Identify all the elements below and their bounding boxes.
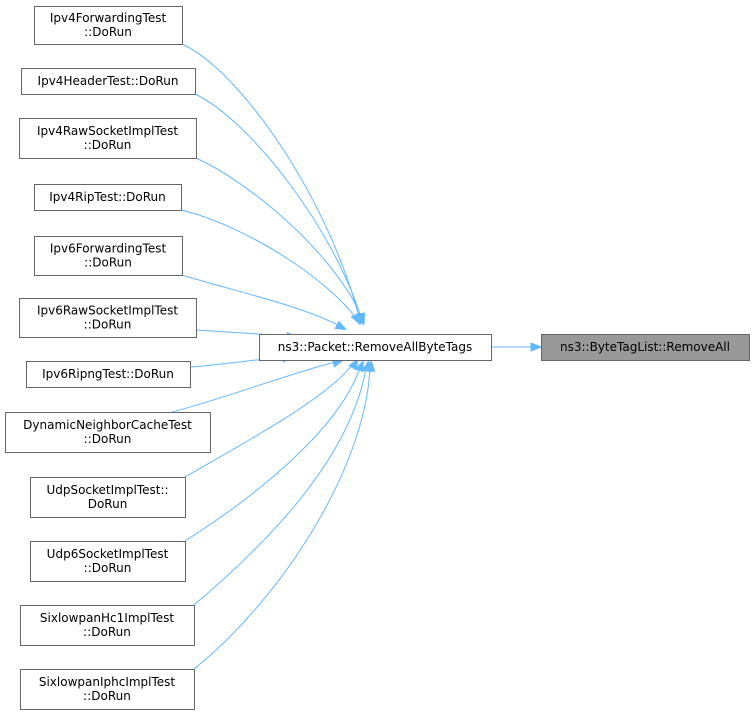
node-ipv4-forwarding-test[interactable]: Ipv4ForwardingTest::DoRun — [34, 6, 183, 45]
node-ipv4-forwarding-test-label-line-0: Ipv4ForwardingTest — [50, 11, 167, 25]
node-ipv6-forwarding-test-label-line-1: ::DoRun — [84, 256, 132, 270]
node-udp6-socket-impl-test-box — [30, 541, 186, 582]
node-sixlowpan-hc1-impl-test-label-line-0: SixlowpanHc1ImplTest — [40, 611, 174, 625]
node-sixlowpan-iphc-impl-test-box — [20, 669, 195, 710]
edge-ipv4-rip-test-to-remove-all-byte-tags — [180, 209, 359, 322]
node-udp-socket-impl-test-label-line-0: UdpSocketImplTest:: — [46, 483, 168, 497]
node-udp-socket-impl-test-label-line-1: DoRun — [88, 497, 128, 511]
edge-ipv6-forwarding-test-to-remove-all-byte-tags — [181, 274, 341, 327]
node-ipv6-forwarding-test-box — [34, 236, 183, 276]
node-ipv4-header-test-box — [21, 68, 196, 95]
node-udp6-socket-impl-test-label-line-1: ::DoRun — [84, 561, 132, 575]
node-byte-tag-list-remove-all[interactable]: ns3::ByteTagList::RemoveAll — [541, 334, 750, 361]
node-byte-tag-list-remove-all-box — [541, 334, 750, 361]
node-sixlowpan-hc1-impl-test-box — [20, 605, 195, 646]
node-ipv4-raw-socket-impl-test-label-line-0: Ipv4RawSocketImplTest — [37, 124, 178, 138]
node-ipv4-raw-socket-impl-test-label-line-1: ::DoRun — [84, 138, 132, 152]
node-dynamic-neighbor-cache-test-label-line-1: ::DoRun — [84, 432, 132, 446]
node-dynamic-neighbor-cache-test-label-line-0: DynamicNeighborCacheTest — [23, 418, 192, 432]
arrowhead-byte-tag-list-remove-all — [530, 342, 543, 352]
node-udp-socket-impl-test-box — [30, 477, 186, 518]
node-remove-all-byte-tags-box — [259, 334, 492, 361]
arrowhead-udp6-socket-impl-test — [354, 359, 364, 373]
node-ipv4-rip-test-label-line-0: Ipv4RipTest::DoRun — [49, 190, 166, 204]
arrowhead-ipv6-forwarding-test — [334, 320, 348, 331]
node-sixlowpan-iphc-impl-test-label-line-1: ::DoRun — [83, 689, 131, 703]
edge-sixlowpan-iphc-impl-test-to-remove-all-byte-tags — [193, 367, 371, 670]
node-ipv6-raw-socket-impl-test-box — [19, 298, 197, 338]
node-ipv4-raw-socket-impl-test[interactable]: Ipv4RawSocketImplTest::DoRun — [19, 118, 197, 159]
edge-udp6-socket-impl-test-to-remove-all-byte-tags — [184, 366, 361, 542]
node-ipv4-forwarding-test-label-line-1: ::DoRun — [84, 25, 132, 39]
node-ipv4-header-test-label-line-0: Ipv4HeaderTest::DoRun — [38, 74, 179, 88]
node-sixlowpan-iphc-impl-test-label-line-0: SixlowpanIphcImplTest — [39, 675, 176, 689]
arrowhead-sixlowpan-iphc-impl-test — [365, 359, 376, 372]
arrowhead-udp-socket-impl-test — [348, 357, 359, 371]
node-udp6-socket-impl-test-label-line-0: Udp6SocketImplTest — [47, 547, 169, 561]
edge-udp-socket-impl-test-to-remove-all-byte-tags — [184, 364, 353, 478]
node-byte-tag-list-remove-all-label-line-0: ns3::ByteTagList::RemoveAll — [560, 340, 730, 354]
node-ipv6-raw-socket-impl-test[interactable]: Ipv6RawSocketImplTest::DoRun — [19, 298, 197, 338]
node-dynamic-neighbor-cache-test[interactable]: DynamicNeighborCacheTest::DoRun — [5, 412, 211, 453]
node-remove-all-byte-tags[interactable]: ns3::Packet::RemoveAllByteTags — [259, 334, 492, 361]
node-remove-all-byte-tags-label-line-0: ns3::Packet::RemoveAllByteTags — [278, 340, 472, 354]
node-ipv6-forwarding-test[interactable]: Ipv6ForwardingTest::DoRun — [34, 236, 183, 276]
edge-ipv4-forwarding-test-to-remove-all-byte-tags — [181, 43, 361, 322]
node-ipv4-header-test[interactable]: Ipv4HeaderTest::DoRun — [21, 68, 196, 95]
node-ipv6-forwarding-test-label-line-0: Ipv6ForwardingTest — [50, 242, 167, 256]
node-ipv4-raw-socket-impl-test-box — [19, 118, 197, 159]
node-ipv4-forwarding-test-box — [34, 6, 183, 45]
edge-dynamic-neighbor-cache-test-to-remove-all-byte-tags — [171, 361, 336, 413]
node-ipv6-ripng-test-box — [26, 361, 191, 388]
node-ipv6-raw-socket-impl-test-label-line-1: ::DoRun — [84, 318, 132, 332]
node-sixlowpan-hc1-impl-test[interactable]: SixlowpanHc1ImplTest::DoRun — [20, 605, 195, 646]
node-ipv4-rip-test[interactable]: Ipv4RipTest::DoRun — [34, 184, 182, 211]
node-udp6-socket-impl-test[interactable]: Udp6SocketImplTest::DoRun — [30, 541, 186, 582]
node-udp-socket-impl-test[interactable]: UdpSocketImplTest::DoRun — [30, 477, 186, 518]
edge-sixlowpan-hc1-impl-test-to-remove-all-byte-tags — [193, 367, 367, 606]
node-ipv4-rip-test-box — [34, 184, 182, 211]
node-ipv6-ripng-test[interactable]: Ipv6RipngTest::DoRun — [26, 361, 191, 388]
nodes-layer: Ipv4ForwardingTest::DoRunIpv4HeaderTest:… — [5, 6, 750, 710]
node-dynamic-neighbor-cache-test-box — [5, 412, 211, 453]
node-ipv6-ripng-test-label-line-0: Ipv6RipngTest::DoRun — [42, 367, 174, 381]
node-ipv6-raw-socket-impl-test-label-line-0: Ipv6RawSocketImplTest — [37, 304, 178, 318]
edge-ipv4-header-test-to-remove-all-byte-tags — [194, 93, 363, 322]
edge-ipv4-raw-socket-impl-test-to-remove-all-byte-tags — [195, 157, 364, 322]
node-sixlowpan-hc1-impl-test-label-line-1: ::DoRun — [83, 625, 131, 639]
node-sixlowpan-iphc-impl-test[interactable]: SixlowpanIphcImplTest::DoRun — [20, 669, 195, 710]
arrowhead-ipv4-rip-test — [350, 312, 361, 326]
